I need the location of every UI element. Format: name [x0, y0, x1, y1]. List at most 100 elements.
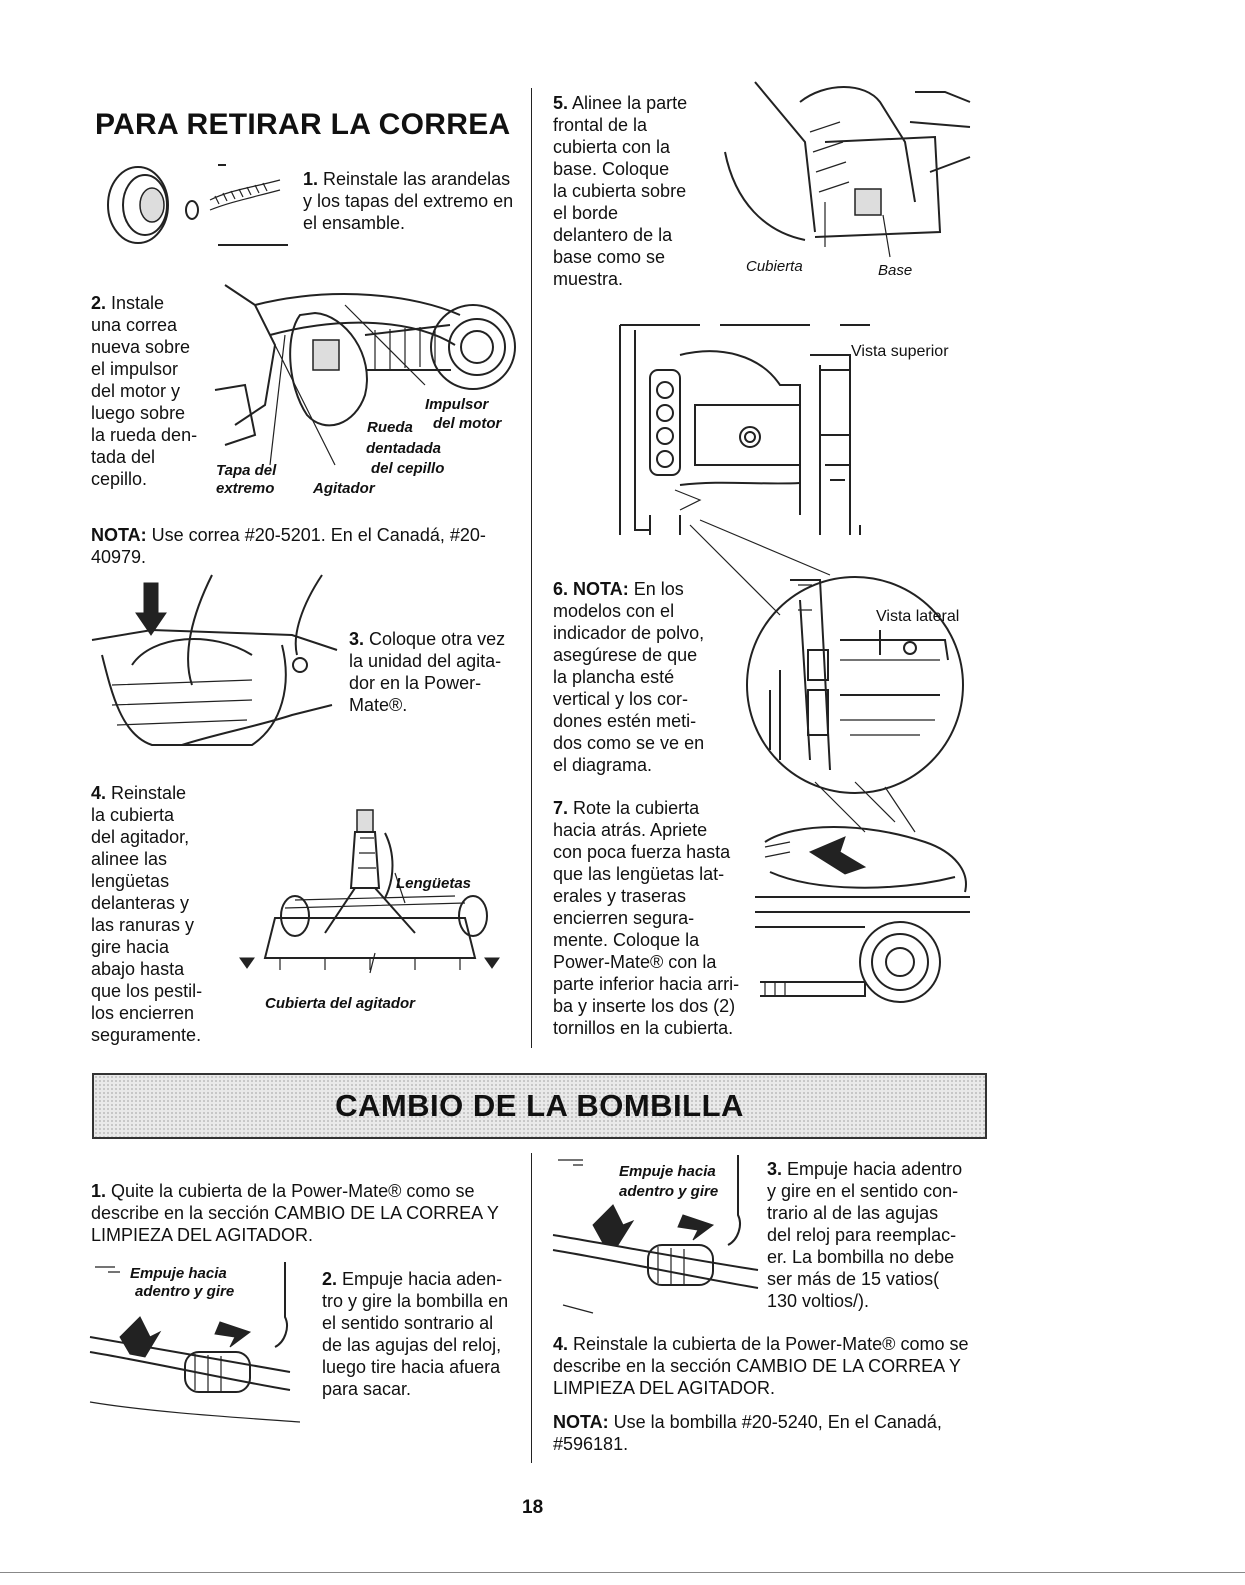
step-text-line: el sentido sontrario al	[322, 1313, 494, 1333]
step-text-line: gire hacia	[91, 937, 170, 957]
label-cubierta-agitador: Cubierta del agitador	[265, 995, 416, 1012]
step-number: 3.	[349, 629, 365, 649]
step-number: 1.	[91, 1181, 107, 1201]
bulb-section-title: CAMBIO DE LA BOMBILLA	[335, 1088, 744, 1123]
step-text-line: ba y inserte los dos (2)	[553, 996, 736, 1016]
step-text-line: LIMPIEZA DEL AGITADOR.	[553, 1378, 776, 1398]
label-vista-lateral: Vista lateral	[876, 608, 960, 625]
step-text-line: Alinee la parte	[572, 93, 688, 113]
step-text-line: Reinstale las arandelas	[323, 169, 511, 189]
step-number: 5.	[553, 93, 569, 113]
note-label: NOTA:	[553, 1412, 609, 1432]
step-number: 7.	[553, 798, 569, 818]
step-text-line: dones estén meti-	[553, 711, 697, 731]
label-agitador: Agitador	[313, 480, 375, 497]
step-text-line: con poca fuerza hasta	[553, 842, 731, 862]
step-text-line: hacia atrás. Apriete	[553, 820, 708, 840]
top-view-diagram	[619, 324, 870, 535]
step-text-line: trario al de las agujas	[767, 1203, 939, 1223]
step-text-line: delantero de la	[553, 225, 673, 245]
belt-step-1: 1. Reinstale las arandelas y los tapas d…	[303, 168, 513, 234]
step-text-line: luego tire hacia afuera	[322, 1357, 501, 1377]
page-number: 18	[522, 1497, 544, 1518]
step-text-line: 130 voltios/).	[767, 1291, 870, 1311]
step-text-line: y los tapas del extremo en	[303, 191, 514, 211]
step-text-line: mente. Coloque la	[553, 930, 700, 950]
step-text-line: vertical y los cor-	[553, 689, 689, 709]
step-text-line: la cubierta sobre	[553, 181, 687, 201]
step-text-line: Power-Mate® con la	[553, 952, 717, 972]
step-text-line: el impulsor	[91, 359, 179, 379]
belt-note: NOTA: Use correa #20-5201. En el Canadá,…	[91, 524, 486, 568]
step-text-line: Empuje hacia adentro	[787, 1159, 963, 1179]
note-text-line: Use la bombilla #20-5240, En el Canadá,	[608, 1412, 942, 1432]
label-empuje-hacia-2: Empuje hacia	[619, 1163, 716, 1180]
cover-rotate-illustration	[755, 781, 970, 1003]
step-text-line: tornillos en la cubierta.	[553, 1018, 734, 1038]
step-text-line: que los pestil-	[91, 981, 203, 1001]
step-text-line: muestra.	[553, 269, 624, 289]
step-text-line: y gire en el sentido con-	[767, 1181, 959, 1201]
note-text-line: 40979.	[91, 547, 147, 567]
step-text-line: nueva sobre	[91, 337, 191, 357]
label-adentro-y-gire-1: adentro y gire	[135, 1283, 235, 1300]
note-label: NOTA:	[573, 579, 629, 599]
step-text-line: Instale	[111, 293, 165, 313]
step-text-line: abajo hasta	[91, 959, 185, 979]
step-text-line: delanteras y	[91, 893, 190, 913]
step-text-line: base. Coloque	[553, 159, 670, 179]
note-label: NOTA:	[91, 525, 147, 545]
agitator-placement-illustration	[91, 574, 338, 746]
step-text-line: de las agujas del reloj,	[322, 1335, 502, 1355]
belt-install-illustration	[214, 284, 516, 466]
step-text-line: parte inferior hacia arri-	[553, 974, 740, 994]
column-divider-top	[531, 88, 532, 1048]
label-dentadada: dentadada	[366, 440, 442, 457]
label-rueda: Rueda	[367, 419, 413, 436]
step-text-line: una correa	[91, 315, 178, 335]
step-text-line: la plancha esté	[553, 667, 675, 687]
step-text-line: LIMPIEZA DEL AGITADOR.	[91, 1225, 314, 1245]
step-text-line: describe en la sección CAMBIO DE LA CORR…	[91, 1203, 499, 1223]
step-text-line: para sacar.	[322, 1379, 412, 1399]
step-text-line: er. La bombilla no debe	[767, 1247, 955, 1267]
belt-step-3: 3. Coloque otra vez la unidad del agita-…	[349, 628, 505, 716]
step-text-line: Mate®.	[349, 695, 408, 715]
label-del-motor: del motor	[433, 415, 502, 432]
note-text-line: #596181.	[553, 1434, 629, 1454]
step-text-line: tro y gire la bombilla en	[322, 1291, 509, 1311]
bulb-step-4: 4. Reinstale la cubierta de la Power-Mat…	[553, 1333, 968, 1399]
step-text-line: la rueda den-	[91, 425, 198, 445]
step-text-line: del reloj para reemplac-	[767, 1225, 957, 1245]
bulb-section-banner: CAMBIO DE LA BOMBILLA	[92, 1073, 987, 1139]
step-text-line: asegúrese de que	[553, 645, 698, 665]
step-text-line: Rote la cubierta	[573, 798, 700, 818]
belt-section-title: PARA RETIRAR LA CORREA	[95, 108, 511, 141]
step-text-line: modelos con el	[553, 601, 675, 621]
step-text-line: del agitador,	[91, 827, 190, 847]
step-text-line: lengüetas	[91, 871, 170, 891]
step-text-line: del motor y	[91, 381, 181, 401]
step-text-line: cubierta con la	[553, 137, 671, 157]
bulb-insert-illustration	[552, 1155, 759, 1314]
step-text-line: tada del	[91, 447, 156, 467]
label-tapa-del: Tapa del	[216, 462, 277, 479]
step-text-line: dos como se ve en	[553, 733, 705, 753]
note-text-line: Use correa #20-5201. En el Canadá, #20-	[146, 525, 486, 545]
bulb-step-1: 1. Quite la cubierta de la Power-Mate® c…	[91, 1180, 499, 1246]
step-text-line: Coloque otra vez	[369, 629, 506, 649]
label-vista-superior: Vista superior	[851, 343, 949, 360]
step-text-line: el ensamble.	[303, 213, 406, 233]
step-text-line: seguramente.	[91, 1025, 202, 1045]
bulb-remove-illustration	[89, 1262, 301, 1423]
washer-endcap-illustration	[107, 164, 288, 246]
step-text-line: dor en la Power-	[349, 673, 482, 693]
step-text-line: el borde	[553, 203, 619, 223]
step-text-line: erales y traseras	[553, 886, 687, 906]
step-text-line: describe en la sección CAMBIO DE LA CORR…	[553, 1356, 961, 1376]
step-text-line: el diagrama.	[553, 755, 653, 775]
step-number: 4.	[91, 783, 107, 803]
step-number: 3.	[767, 1159, 783, 1179]
step-text-line: base como se	[553, 247, 666, 267]
step-number: 2.	[91, 293, 107, 313]
